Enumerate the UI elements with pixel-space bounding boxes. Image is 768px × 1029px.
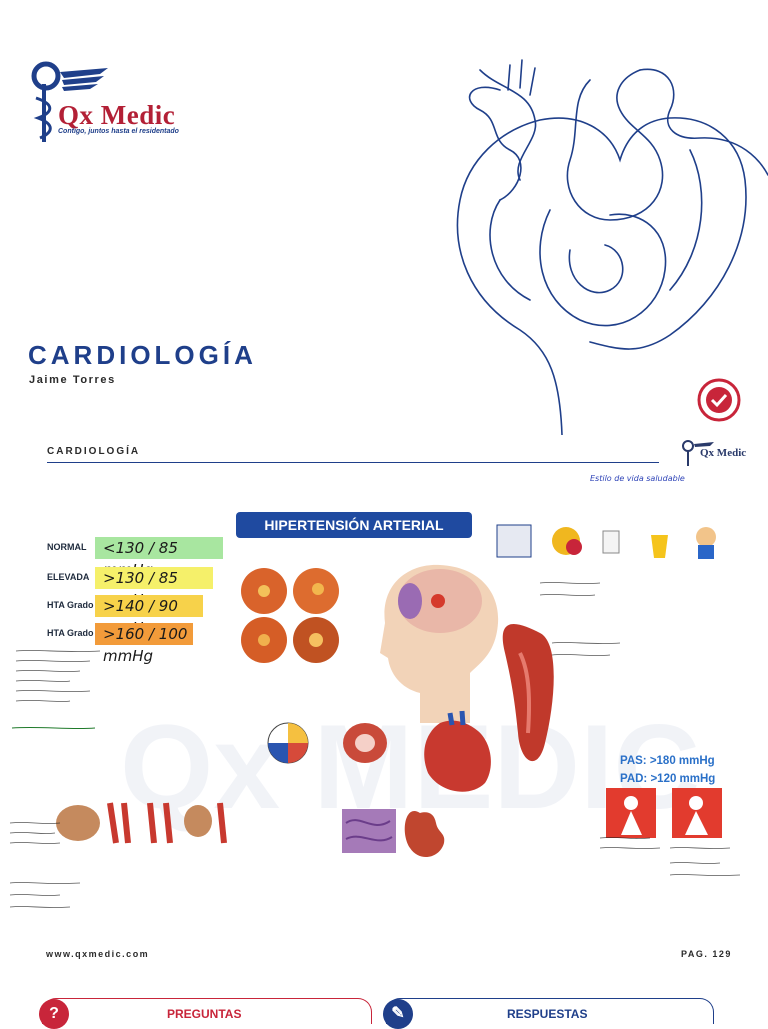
section-title: CARDIOLOGÍA: [47, 446, 141, 457]
cover-author: Jaime Torres: [29, 374, 116, 386]
bp-value-normal: <130 / 85 mmHg: [95, 537, 223, 579]
small-brand-name: Qx Medic: [700, 447, 747, 459]
svg-text:Qx MEDIC: Qx MEDIC: [120, 700, 700, 834]
handwritten-note: Estilo de vida saludable: [590, 474, 685, 483]
brand-name: Qx Medic: [58, 100, 176, 130]
tab-respuestas[interactable]: ✎ RESPUESTAS: [383, 998, 714, 1029]
bp-label-elevada: ELEVADA: [47, 572, 90, 582]
hypertension-infographic: Qx MEDIC: [0, 503, 768, 943]
cover-title: CARDIOLOGÍA: [28, 340, 257, 370]
header-divider: [47, 462, 659, 463]
bp-label-hta-grado-i: HTA Grado I: [47, 600, 99, 610]
bp-value-hta-grado-i: >140 / 90 mmHg: [95, 595, 203, 637]
qx-medic-logo: [31, 61, 108, 142]
tab-respuestas-label: RESPUESTAS: [507, 1007, 588, 1021]
question-icon: ?: [39, 999, 69, 1029]
infographic-title: HIPERTENSIÓN ARTERIAL: [236, 512, 472, 538]
tab-preguntas[interactable]: ? PREGUNTAS: [39, 998, 372, 1029]
page-number: PAG. 129: [681, 949, 732, 959]
brand-tagline: Contigo, juntos hasta el residentado: [58, 128, 179, 135]
heart-line-art: [456, 59, 768, 435]
tab-preguntas-label: PREGUNTAS: [167, 1007, 242, 1021]
bp-label-normal: NORMAL: [47, 542, 87, 552]
iso-seal-icon: [697, 378, 741, 422]
footer-url[interactable]: www.qxmedic.com: [46, 949, 150, 959]
bp-value-hta-grado-ii: >160 / 100 mmHg: [95, 623, 193, 665]
pen-icon: ✎: [383, 999, 413, 1029]
crisis-pad: PAD: >120 mmHg: [620, 773, 716, 785]
bp-value-elevada: >130 / 85 mmHg: [95, 567, 213, 609]
retina-images: [241, 568, 339, 663]
crisis-pas: PAS: >180 mmHg: [620, 755, 715, 767]
qx-medic-small-logo: [682, 440, 714, 466]
kidney-images: [56, 802, 227, 844]
bp-label-hta-grado-ii: HTA Grado II: [47, 628, 101, 638]
